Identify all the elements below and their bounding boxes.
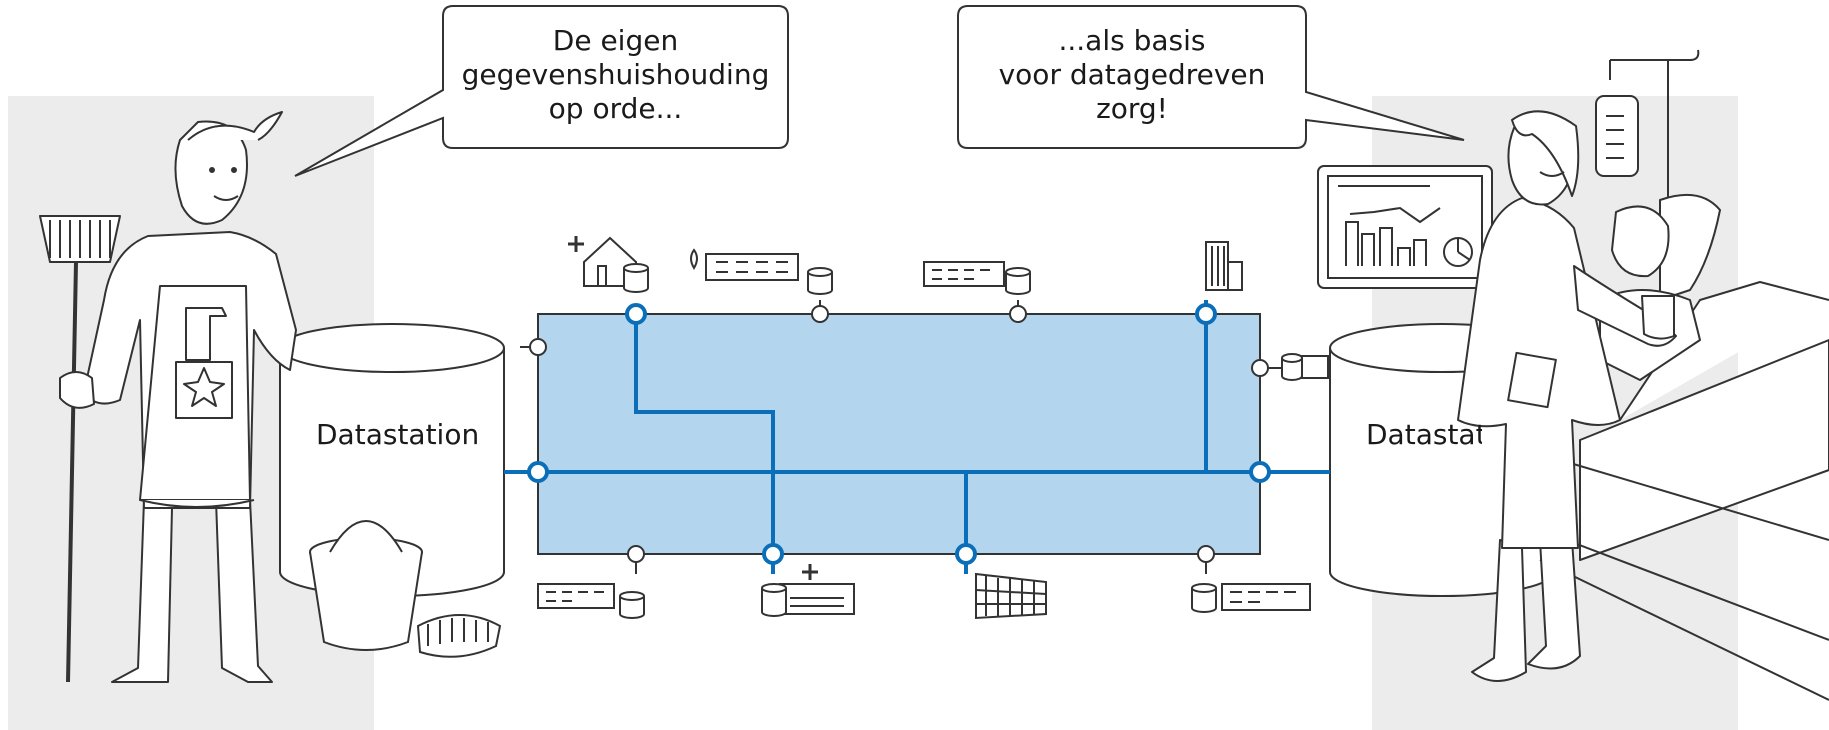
- data-network-panel: [537, 313, 1261, 555]
- scrub-brush-icon: [416, 614, 502, 658]
- left-bubble-text: De eigen gegevenshuishouding op orde...: [461, 24, 770, 125]
- left-datastation-label: Datastation: [316, 418, 480, 451]
- node-bottom-2: [762, 543, 784, 565]
- dashboard-monitor-icon: [1317, 165, 1493, 289]
- office-building-icon-2: [923, 261, 1031, 295]
- cleaner-character: [39, 111, 297, 683]
- node-bottom-3: [955, 543, 977, 565]
- left-speech-bubble: [294, 5, 789, 177]
- office-building-icon-3: [1281, 353, 1329, 381]
- office-building-icon-4: [537, 583, 645, 619]
- iv-stand-icon: [1595, 49, 1700, 236]
- right-bubble-text: ...als basis voor datagedreven zorg!: [998, 24, 1266, 125]
- glass-building-icon: [975, 572, 1047, 620]
- hospital-icon: [761, 564, 855, 617]
- bucket-icon: [309, 520, 423, 651]
- node-top-1: [625, 303, 647, 325]
- nurse-character: [1457, 110, 1677, 682]
- house-with-cross-icon: [568, 236, 649, 293]
- office-building-icon-1: [690, 248, 833, 295]
- patient-head: [1611, 205, 1670, 278]
- node-left-mid: [527, 461, 549, 483]
- hospital-bed-icon: [1539, 193, 1829, 701]
- node-right-mid: [1249, 461, 1271, 483]
- right-speech-bubble: [957, 5, 1465, 149]
- office-building-icon-5: [1191, 583, 1311, 613]
- inactive-connectors: [520, 300, 1282, 574]
- right-datastation-label: Datastation: [1366, 418, 1482, 451]
- network-nodes: [527, 303, 1271, 565]
- tower-building-icon: [1205, 241, 1243, 291]
- node-top-4: [1195, 303, 1217, 325]
